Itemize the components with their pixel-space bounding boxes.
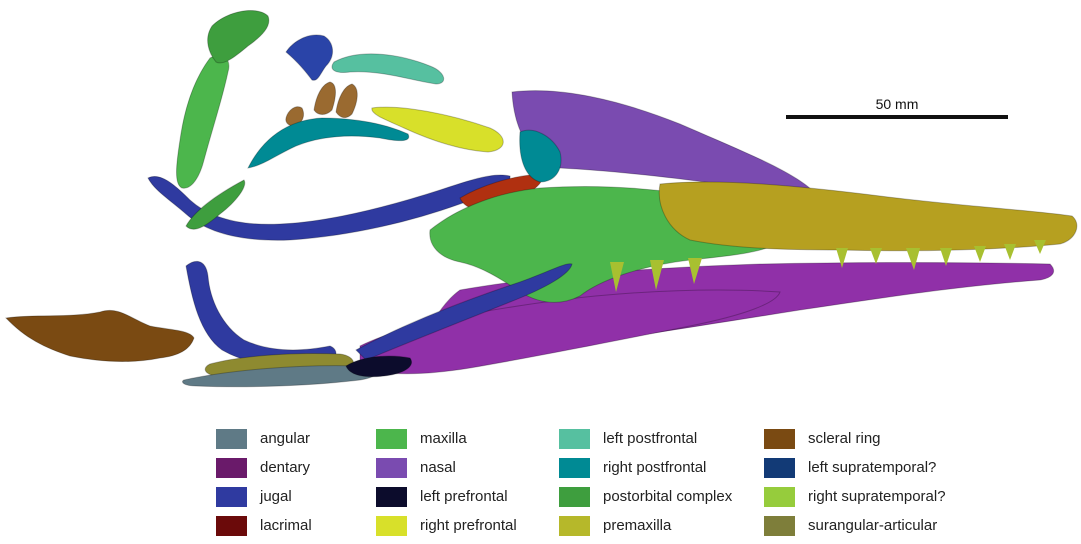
legend-item-right-prefrontal: right prefrontal bbox=[376, 511, 566, 540]
legend-label: right postfrontal bbox=[603, 459, 707, 476]
legend: angular dentary jugal lacrimal maxilla n… bbox=[216, 424, 976, 540]
tooth bbox=[836, 248, 848, 268]
left-supratemporal-bone bbox=[285, 34, 333, 81]
scleral-ring-bone bbox=[4, 310, 195, 363]
legend-swatch bbox=[559, 486, 590, 507]
right-postfrontal-bone bbox=[247, 117, 410, 169]
legend-swatch bbox=[764, 515, 795, 536]
left-prefrontal-bone bbox=[519, 129, 562, 183]
legend-item-scleral-ring: scleral ring bbox=[764, 424, 954, 453]
bone-fragment bbox=[313, 81, 336, 115]
legend-label: dentary bbox=[260, 459, 311, 476]
teeth-row bbox=[610, 240, 1046, 292]
legend-label: surangular-articular bbox=[808, 517, 938, 534]
legend-item-lacrimal: lacrimal bbox=[216, 511, 406, 540]
legend-item-postorbital-complex: postorbital complex bbox=[559, 482, 749, 511]
skull-reconstruction-figure bbox=[4, 10, 1078, 388]
left-postfrontal-bone bbox=[331, 53, 445, 85]
legend-swatch bbox=[764, 428, 795, 449]
legend-label: nasal bbox=[420, 459, 456, 476]
legend-swatch bbox=[764, 486, 795, 507]
tooth bbox=[650, 260, 664, 290]
legend-swatch bbox=[376, 428, 407, 449]
legend-swatch bbox=[559, 457, 590, 478]
legend-label: maxilla bbox=[420, 430, 467, 447]
legend-swatch bbox=[376, 457, 407, 478]
legend-label: lacrimal bbox=[260, 517, 312, 534]
legend-swatch bbox=[216, 428, 247, 449]
tooth bbox=[610, 262, 624, 292]
nasal-bone bbox=[511, 90, 813, 193]
jugal-bone bbox=[185, 260, 337, 368]
postorbital-bone bbox=[176, 55, 230, 189]
postorbital-fragment bbox=[185, 179, 246, 230]
tooth bbox=[1034, 240, 1046, 254]
legend-label: left postfrontal bbox=[603, 430, 698, 447]
legend-item-angular: angular bbox=[216, 424, 406, 453]
legend-label: scleral ring bbox=[808, 430, 881, 447]
legend-item-premaxilla: premaxilla bbox=[559, 511, 749, 540]
legend-label: left prefrontal bbox=[420, 488, 508, 505]
legend-swatch bbox=[216, 515, 247, 536]
legend-label: right supratemporal? bbox=[808, 488, 946, 505]
legend-column: scleral ring left supratemporal? right s… bbox=[764, 424, 954, 540]
legend-item-left-supratemporal: left supratemporal? bbox=[764, 453, 954, 482]
legend-item-maxilla: maxilla bbox=[376, 424, 566, 453]
tooth bbox=[906, 248, 920, 270]
legend-item-jugal: jugal bbox=[216, 482, 406, 511]
scale-bar: 50 mm bbox=[786, 96, 1008, 122]
tooth bbox=[940, 248, 952, 266]
legend-item-surangular-articular: surangular-articular bbox=[764, 511, 954, 540]
legend-item-nasal: nasal bbox=[376, 453, 566, 482]
legend-label: right prefrontal bbox=[420, 517, 517, 534]
scale-bar-line bbox=[786, 115, 1008, 119]
legend-label: left supratemporal? bbox=[808, 459, 937, 476]
dentary-bone bbox=[359, 289, 781, 375]
jugal-bone bbox=[355, 263, 573, 361]
legend-column: left postfrontal right postfrontal posto… bbox=[559, 424, 749, 540]
legend-label: postorbital complex bbox=[603, 488, 733, 505]
angular-bone bbox=[182, 365, 377, 388]
right-prefrontal-bone bbox=[371, 106, 504, 153]
tooth bbox=[688, 258, 702, 284]
legend-label: premaxilla bbox=[603, 517, 672, 534]
scale-bar-label: 50 mm bbox=[875, 96, 919, 112]
left-prefrontal-bone bbox=[345, 355, 412, 378]
legend-item-left-postfrontal: left postfrontal bbox=[559, 424, 749, 453]
legend-column: angular dentary jugal lacrimal bbox=[216, 424, 406, 540]
legend-column: maxilla nasal left prefrontal right pref… bbox=[376, 424, 566, 540]
legend-swatch bbox=[559, 428, 590, 449]
right-supratemporal-bone bbox=[207, 10, 270, 64]
legend-item-right-postfrontal: right postfrontal bbox=[559, 453, 749, 482]
legend-item-right-supratemporal: right supratemporal? bbox=[764, 482, 954, 511]
tooth bbox=[1004, 244, 1016, 260]
legend-item-left-prefrontal: left prefrontal bbox=[376, 482, 566, 511]
tooth bbox=[870, 248, 882, 264]
bone-fragment bbox=[285, 106, 305, 127]
legend-label: jugal bbox=[260, 488, 292, 505]
legend-swatch bbox=[216, 486, 247, 507]
legend-label: angular bbox=[260, 430, 311, 447]
legend-item-dentary: dentary bbox=[216, 453, 406, 482]
legend-swatch bbox=[764, 457, 795, 478]
legend-swatch bbox=[376, 486, 407, 507]
jugal-bone bbox=[147, 174, 511, 241]
bone-fragment bbox=[335, 83, 358, 119]
premaxilla-bone bbox=[658, 181, 1078, 252]
legend-swatch bbox=[376, 515, 407, 536]
tooth bbox=[974, 246, 986, 262]
legend-swatch bbox=[559, 515, 590, 536]
legend-swatch bbox=[216, 457, 247, 478]
